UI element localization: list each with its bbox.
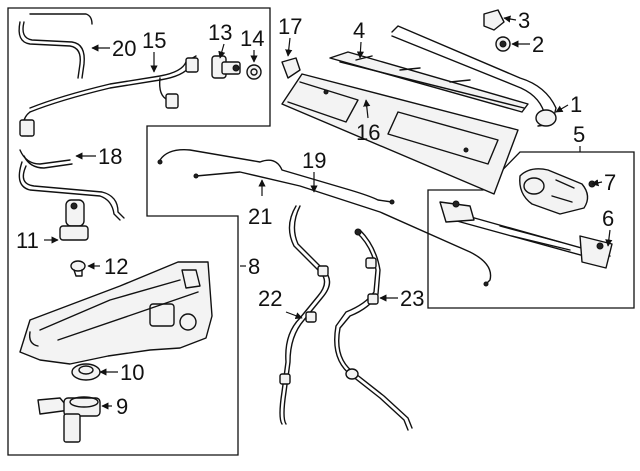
callout-7: 7 [604, 170, 616, 195]
callout-5: 5 [573, 122, 585, 147]
callout-4: 4 [353, 18, 365, 43]
cowl-panel-16 [281, 73, 519, 195]
fluid-level-sensor-9 [37, 396, 101, 443]
callout-16: 16 [356, 120, 380, 145]
wiper-motor-7 [519, 168, 596, 215]
washer-hose-18 [18, 149, 125, 221]
callout-6: 6 [602, 206, 614, 231]
wiper-transmission-6 [439, 200, 613, 269]
wiper-blade-4 [329, 51, 529, 113]
callout-12: 12 [104, 254, 128, 279]
seal-10 [71, 363, 101, 381]
callout-20: 20 [112, 36, 136, 61]
callout-23: 23 [400, 286, 424, 311]
washer-hose-23 [334, 228, 413, 431]
clip-17 [281, 57, 301, 79]
callout-9: 9 [116, 394, 128, 419]
callout-2: 2 [532, 32, 544, 57]
callout-8: 8 [248, 254, 260, 279]
leader-lines [44, 15, 613, 410]
seal-14 [246, 64, 262, 80]
grommet-12 [70, 260, 86, 277]
washer-hose-15 [19, 55, 199, 137]
hose-and-reservoir-group-box [7, 7, 271, 456]
washer-hose-20 [18, 13, 93, 79]
callout-1: 1 [570, 92, 582, 117]
callout-3: 3 [518, 8, 530, 33]
callout-22: 22 [258, 286, 282, 311]
callout-15: 15 [142, 28, 166, 53]
washer-hose-22 [279, 205, 331, 425]
callout-18: 18 [98, 144, 122, 169]
callout-11: 11 [16, 228, 39, 253]
callout-21: 21 [248, 204, 272, 229]
sensor-13 [211, 55, 241, 79]
washer-hose-19 [157, 149, 395, 205]
callout-14: 14 [240, 26, 264, 51]
washer-pump-11 [59, 199, 89, 241]
washer-hose-21 [193, 171, 492, 287]
callout-10: 10 [120, 360, 144, 385]
callout-13: 13 [208, 20, 232, 45]
callout-17: 17 [278, 14, 302, 39]
washer-reservoir-8 [19, 261, 213, 365]
wiper-arm-cap-3 [483, 9, 505, 31]
callout-19: 19 [302, 148, 326, 173]
nut-2 [495, 36, 511, 52]
